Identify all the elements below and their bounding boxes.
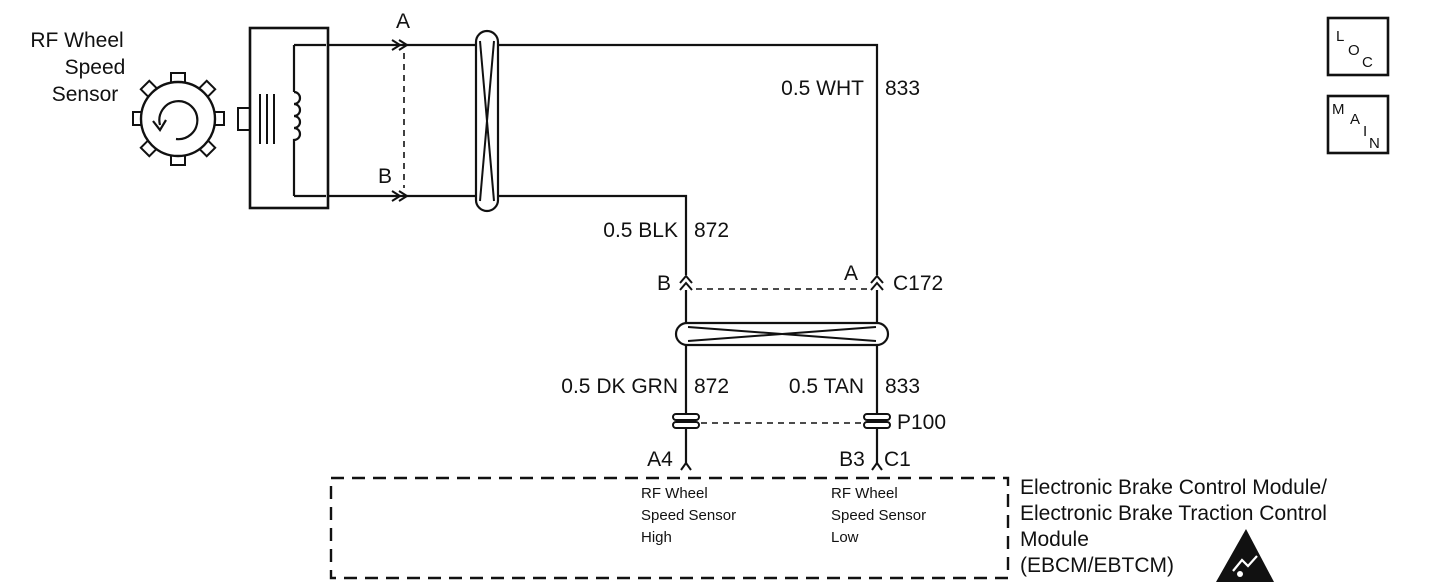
sensor-label: RF Wheel Speed Sensor: [30, 29, 125, 106]
wire-872-color-label: 0.5 BLK: [603, 219, 678, 242]
pin-a4-desc-line-3: High: [641, 529, 672, 546]
c1-name-label: C1: [884, 448, 911, 471]
sensor-connector: A B: [378, 10, 410, 202]
main-letter-i: I: [1363, 123, 1367, 140]
main-symbol-icon: M A I N: [1326, 94, 1390, 155]
pin-b3-desc-line-2: Speed Sensor: [831, 507, 926, 524]
sensor-label-line-2: Speed: [65, 56, 126, 79]
connector-p100: P100: [672, 411, 946, 434]
wire-872-lower-color-label: 0.5 DK GRN: [561, 375, 678, 398]
wire-872-lower-circuit-label: 872: [694, 375, 729, 398]
main-letter-a: A: [1350, 111, 1360, 128]
sensor-body: [237, 26, 330, 210]
ebcm-module-box: [329, 476, 1010, 580]
loc-letter-c: C: [1362, 54, 1373, 71]
main-letter-n: N: [1369, 135, 1380, 152]
wire-833-white: [328, 43, 879, 275]
loc-letter-l: L: [1336, 28, 1344, 45]
module-label-line-4: (EBCM/EBTCM): [1020, 554, 1174, 577]
c172-name-label: C172: [893, 272, 943, 295]
twisted-pair-upper: [474, 29, 500, 213]
pin-a4-desc-line-2: Speed Sensor: [641, 507, 736, 524]
loc-letter-o: O: [1348, 42, 1360, 59]
pin-b3-desc-line-3: Low: [831, 529, 859, 546]
pin-b3-desc-line-1: RF Wheel: [831, 485, 898, 502]
module-label-line-2: Electronic Brake Traction Control: [1020, 502, 1327, 525]
c172-pin-b-label: B: [657, 272, 671, 295]
main-letter-m: M: [1332, 101, 1345, 118]
wire-872-black: [328, 194, 688, 275]
esd-warning-icon: [1216, 529, 1274, 582]
pin-a4-desc-line-1: RF Wheel: [641, 485, 708, 502]
sensor-label-line-3: Sensor: [52, 83, 119, 106]
sensor-pin-b-label: B: [378, 165, 392, 188]
c1-pin-b3-label: B3: [839, 448, 865, 471]
connector-c1: A4 B3 C1: [647, 448, 911, 471]
connector-c172: B A C172: [657, 262, 943, 295]
wire-872-circuit-label: 872: [694, 219, 729, 242]
p100-name-label: P100: [897, 411, 946, 434]
sensor-pin-a-label: A: [396, 10, 410, 33]
c1-pin-a4-label: A4: [647, 448, 673, 471]
pin-b3-description: RF Wheel Speed Sensor Low: [831, 485, 926, 546]
wire-833-lower-circuit-label: 833: [885, 375, 920, 398]
wire-833-circuit-label: 833: [885, 77, 920, 100]
reluctor-wheel-icon: [132, 72, 225, 166]
module-label-line-3: Module: [1020, 528, 1089, 551]
wire-833-lower-color-label: 0.5 TAN: [789, 375, 864, 398]
module-label-line-1: Electronic Brake Control Module/: [1020, 476, 1327, 499]
wire-833-color-label: 0.5 WHT: [781, 77, 864, 100]
twisted-pair-lower: [674, 321, 890, 347]
module-label: Electronic Brake Control Module/ Electro…: [1020, 476, 1327, 577]
loc-symbol-icon: L O C: [1326, 16, 1390, 77]
c172-pin-a-label: A: [844, 262, 858, 285]
pin-a4-description: RF Wheel Speed Sensor High: [641, 485, 736, 546]
sensor-label-line-1: RF Wheel: [30, 29, 123, 52]
